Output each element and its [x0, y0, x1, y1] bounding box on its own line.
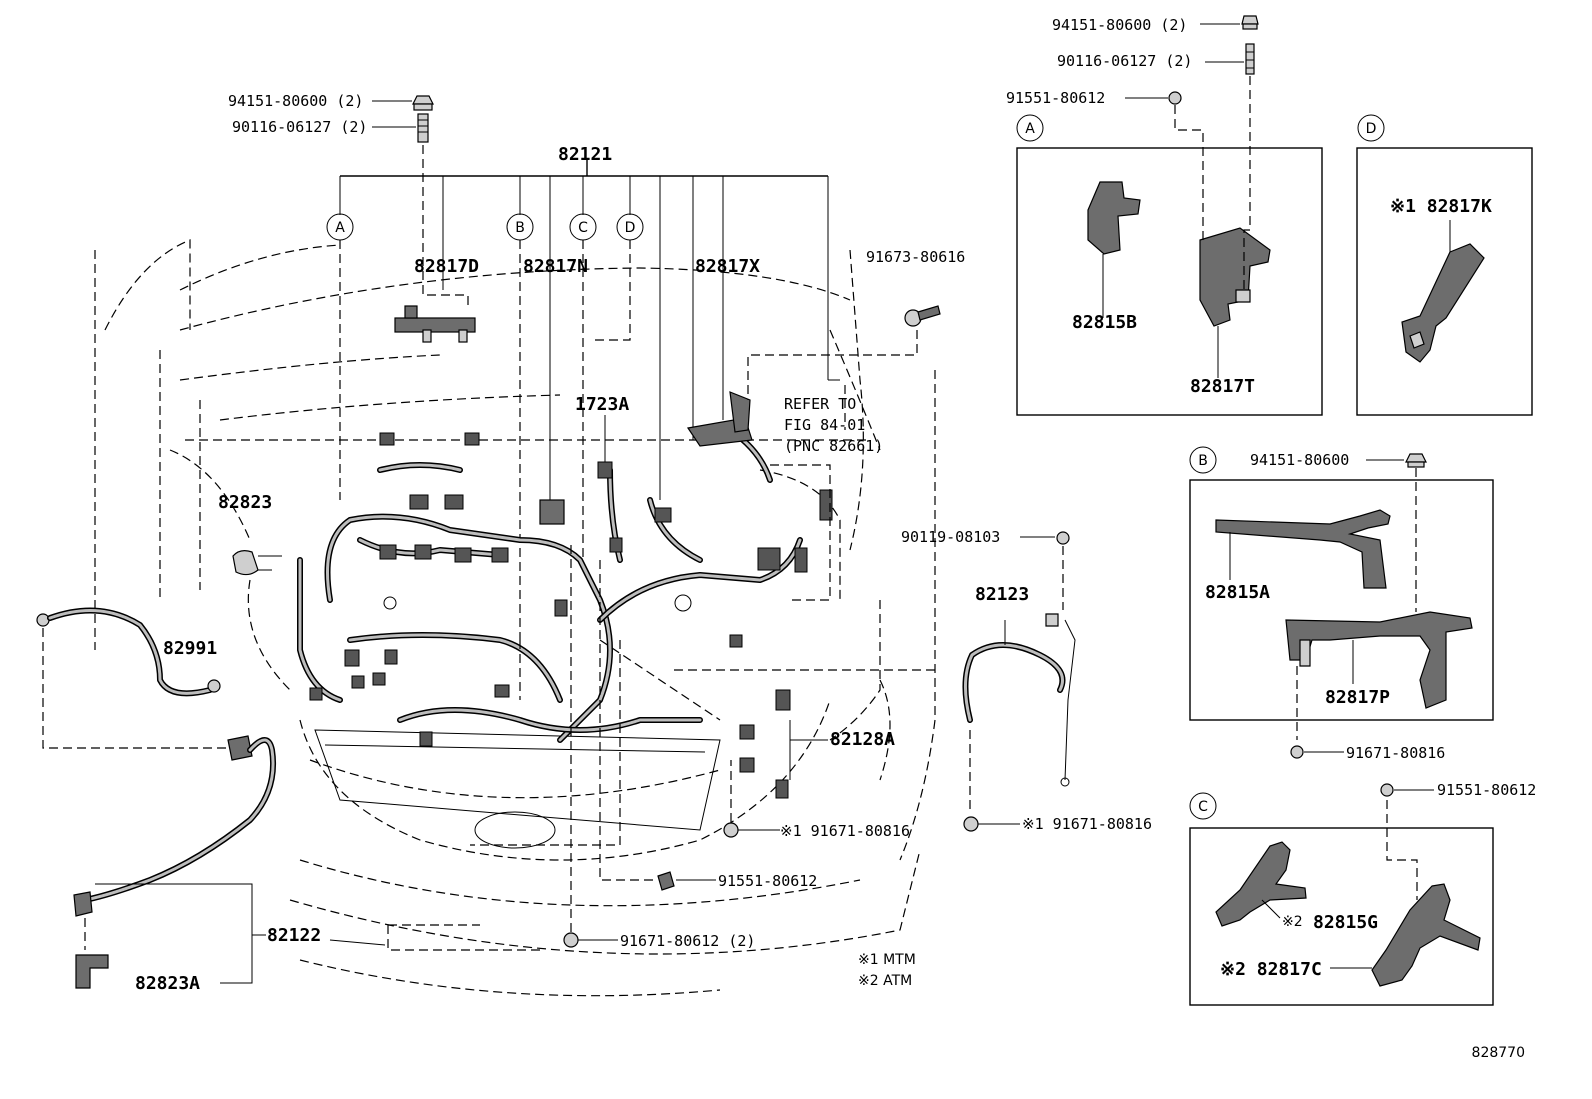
label-82122: 82122 — [267, 925, 321, 946]
inset-c-fasteners[interactable] — [1380, 783, 1434, 797]
callout-c-inset: C — [1189, 792, 1217, 820]
clamp-82817x[interactable] — [686, 391, 753, 447]
vehicle-outline — [94, 239, 936, 997]
label-82128a: 82128A — [830, 729, 895, 750]
label-82817x: 82817X — [695, 256, 760, 277]
label-82815a: 82815A — [1205, 582, 1270, 603]
label-mtm-left: ※1 91671-80816 — [780, 822, 910, 840]
inset-c — [1189, 800, 1494, 1006]
callout-a-text: A — [335, 220, 345, 236]
part-82823[interactable] — [232, 550, 282, 576]
label-82823: 82823 — [218, 492, 272, 513]
label-82991: 82991 — [163, 638, 217, 659]
note-atm: ※2 ATM — [858, 973, 912, 989]
bolt-mtm-left[interactable] — [723, 760, 780, 838]
cable-82123[interactable] — [670, 613, 1076, 810]
label-82817k: ※1 82817K — [1390, 196, 1492, 217]
cable-82122[interactable] — [73, 735, 276, 989]
inset-a-fasteners[interactable] — [1125, 15, 1259, 105]
label-refer-2: FIG 84-01 — [784, 416, 865, 434]
callout-c-inset-text: C — [1198, 799, 1208, 815]
label-bolt-a-top: 91551-80612 — [1006, 89, 1105, 107]
leader-refer — [770, 379, 846, 601]
label-82815g-prefix: ※2 — [1282, 914, 1303, 930]
inset-b — [1189, 468, 1494, 740]
callout-a-main: A — [326, 213, 354, 241]
label-bolt-c: 91551-80612 — [1437, 781, 1536, 799]
harness-82121-leaders — [339, 145, 829, 640]
inset-a — [1016, 76, 1323, 416]
inset-d — [1356, 147, 1533, 416]
cable-82991[interactable] — [36, 607, 228, 749]
label-nut-main: 94151-80600 (2) — [228, 92, 363, 110]
labels: 94151-80600 (2) 90116-06127 (2) 82121 82… — [135, 16, 1536, 1061]
callout-d-inset-text: D — [1366, 121, 1377, 137]
nut-stud-main[interactable] — [372, 95, 434, 143]
label-91671-bottom: 91671-80612 (2) — [620, 932, 755, 950]
label-82823a: 82823A — [135, 973, 200, 994]
bolt-91673-80616[interactable] — [747, 305, 941, 400]
callout-c-text: C — [578, 220, 588, 236]
label-82121: 82121 — [558, 144, 612, 165]
label-82817c: ※2 82817C — [1220, 959, 1322, 980]
label-82817t: 82817T — [1190, 376, 1255, 397]
label-82817n: 82817N — [523, 256, 588, 277]
callout-b-inset-text: B — [1198, 453, 1208, 469]
label-82123: 82123 — [975, 584, 1029, 605]
label-91673: 91673-80616 — [866, 248, 965, 266]
label-82815b: 82815B — [1072, 312, 1137, 333]
diagram-id: 828770 — [1472, 1045, 1525, 1061]
label-90119: 90119-08103 — [901, 528, 1000, 546]
label-nut-a-top: 94151-80600 (2) — [1052, 16, 1187, 34]
leader-82128a — [789, 720, 828, 780]
label-mtm-right: ※1 91671-80816 — [1022, 815, 1152, 833]
callout-b-inset: B — [1189, 446, 1217, 474]
bolt-90119-08103[interactable] — [1020, 531, 1070, 610]
label-bolt-b: 91671-80816 — [1346, 744, 1445, 762]
label-91551-bottom: 91551-80612 — [718, 872, 817, 890]
label-82817p: 82817P — [1325, 687, 1390, 708]
callout-b-text: B — [515, 220, 525, 236]
clamp-82817d[interactable] — [394, 305, 476, 343]
label-refer-1: REFER TO — [784, 395, 856, 413]
label-refer-3: (PNC 82661) — [784, 437, 883, 455]
bolt-mtm-right[interactable] — [963, 816, 1020, 832]
engine-harness-82121[interactable] — [297, 427, 833, 799]
note-mtm: ※1 MTM — [858, 952, 916, 968]
callout-b-main: B — [506, 213, 534, 241]
callout-a-inset-text: A — [1025, 121, 1035, 137]
callout-c-main: C — [569, 213, 597, 241]
bolt-91671-bottom[interactable] — [329, 540, 621, 948]
label-stud-a-top: 90116-06127 (2) — [1057, 52, 1192, 70]
callout-d-inset: D — [1357, 114, 1385, 142]
label-82817d: 82817D — [414, 256, 479, 277]
label-nut-b: 94151-80600 — [1250, 451, 1349, 469]
inset-b-fasteners[interactable] — [1290, 453, 1427, 759]
callout-a-inset: A — [1016, 114, 1044, 142]
clamp-82817n[interactable] — [539, 499, 565, 525]
label-1723a: 1723A — [575, 394, 629, 415]
callout-d-main: D — [616, 213, 644, 241]
callout-d-text: D — [625, 220, 636, 236]
bolt-91551-bottom[interactable] — [599, 560, 721, 891]
label-82815g: 82815G — [1313, 912, 1378, 933]
label-stud-main: 90116-06127 (2) — [232, 118, 367, 136]
